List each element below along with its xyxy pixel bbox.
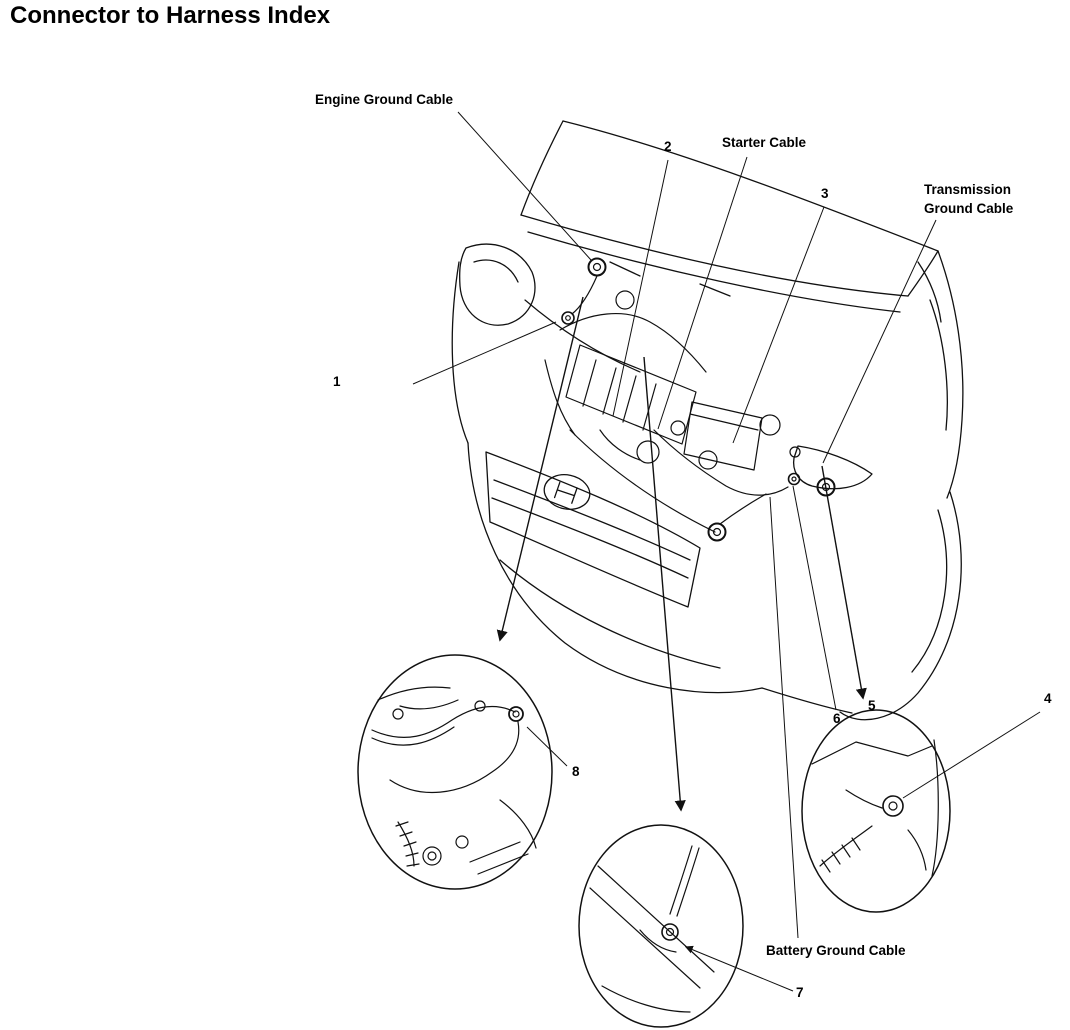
arrow-to-battery-ground-inset [643, 356, 686, 812]
page-title: Connector to Harness Index [10, 2, 331, 29]
car-body-outline [451, 120, 964, 721]
arrow-to-transmission-ground-inset [821, 465, 867, 700]
callout-number-2: 2 [664, 139, 672, 154]
leader-transmission-ground-cable [822, 219, 937, 464]
callout-number-4: 4 [1044, 691, 1052, 706]
leader-starter-cable [657, 156, 748, 430]
inset-engine-ground-detail [357, 654, 553, 890]
magnification-arrows [496, 296, 867, 812]
engine-bay-detail [524, 257, 836, 542]
callout-number-1: 1 [333, 374, 341, 389]
leader-battery-ground-cable [769, 496, 799, 939]
label-starter-cable: Starter Cable [722, 135, 807, 150]
leader-callout-1 [412, 321, 557, 385]
leader-callout-4 [902, 711, 1041, 799]
leader-callout-7 [684, 945, 794, 992]
callout-number-5: 5 [868, 698, 876, 713]
callout-number-6: 6 [833, 711, 841, 726]
leader-lines [412, 111, 1041, 992]
inset-transmission-ground-detail [801, 709, 951, 913]
callout-number-7: 7 [796, 985, 804, 1000]
label-engine-ground-cable: Engine Ground Cable [315, 92, 454, 107]
leader-callout-3 [732, 206, 825, 444]
label-transmission-ground-cable: Transmission Ground Cable [924, 182, 1014, 216]
leader-callout-6 [792, 485, 837, 711]
callout-number-8: 8 [572, 764, 580, 779]
leader-callout-2 [612, 159, 669, 417]
arrow-to-engine-ground-inset [496, 296, 584, 642]
leader-callout-8 [526, 726, 568, 767]
leader-engine-ground-cable [457, 111, 592, 261]
callout-number-3: 3 [821, 186, 829, 201]
label-battery-ground-cable: Battery Ground Cable [766, 943, 906, 958]
inset-battery-ground-detail [578, 824, 744, 1028]
